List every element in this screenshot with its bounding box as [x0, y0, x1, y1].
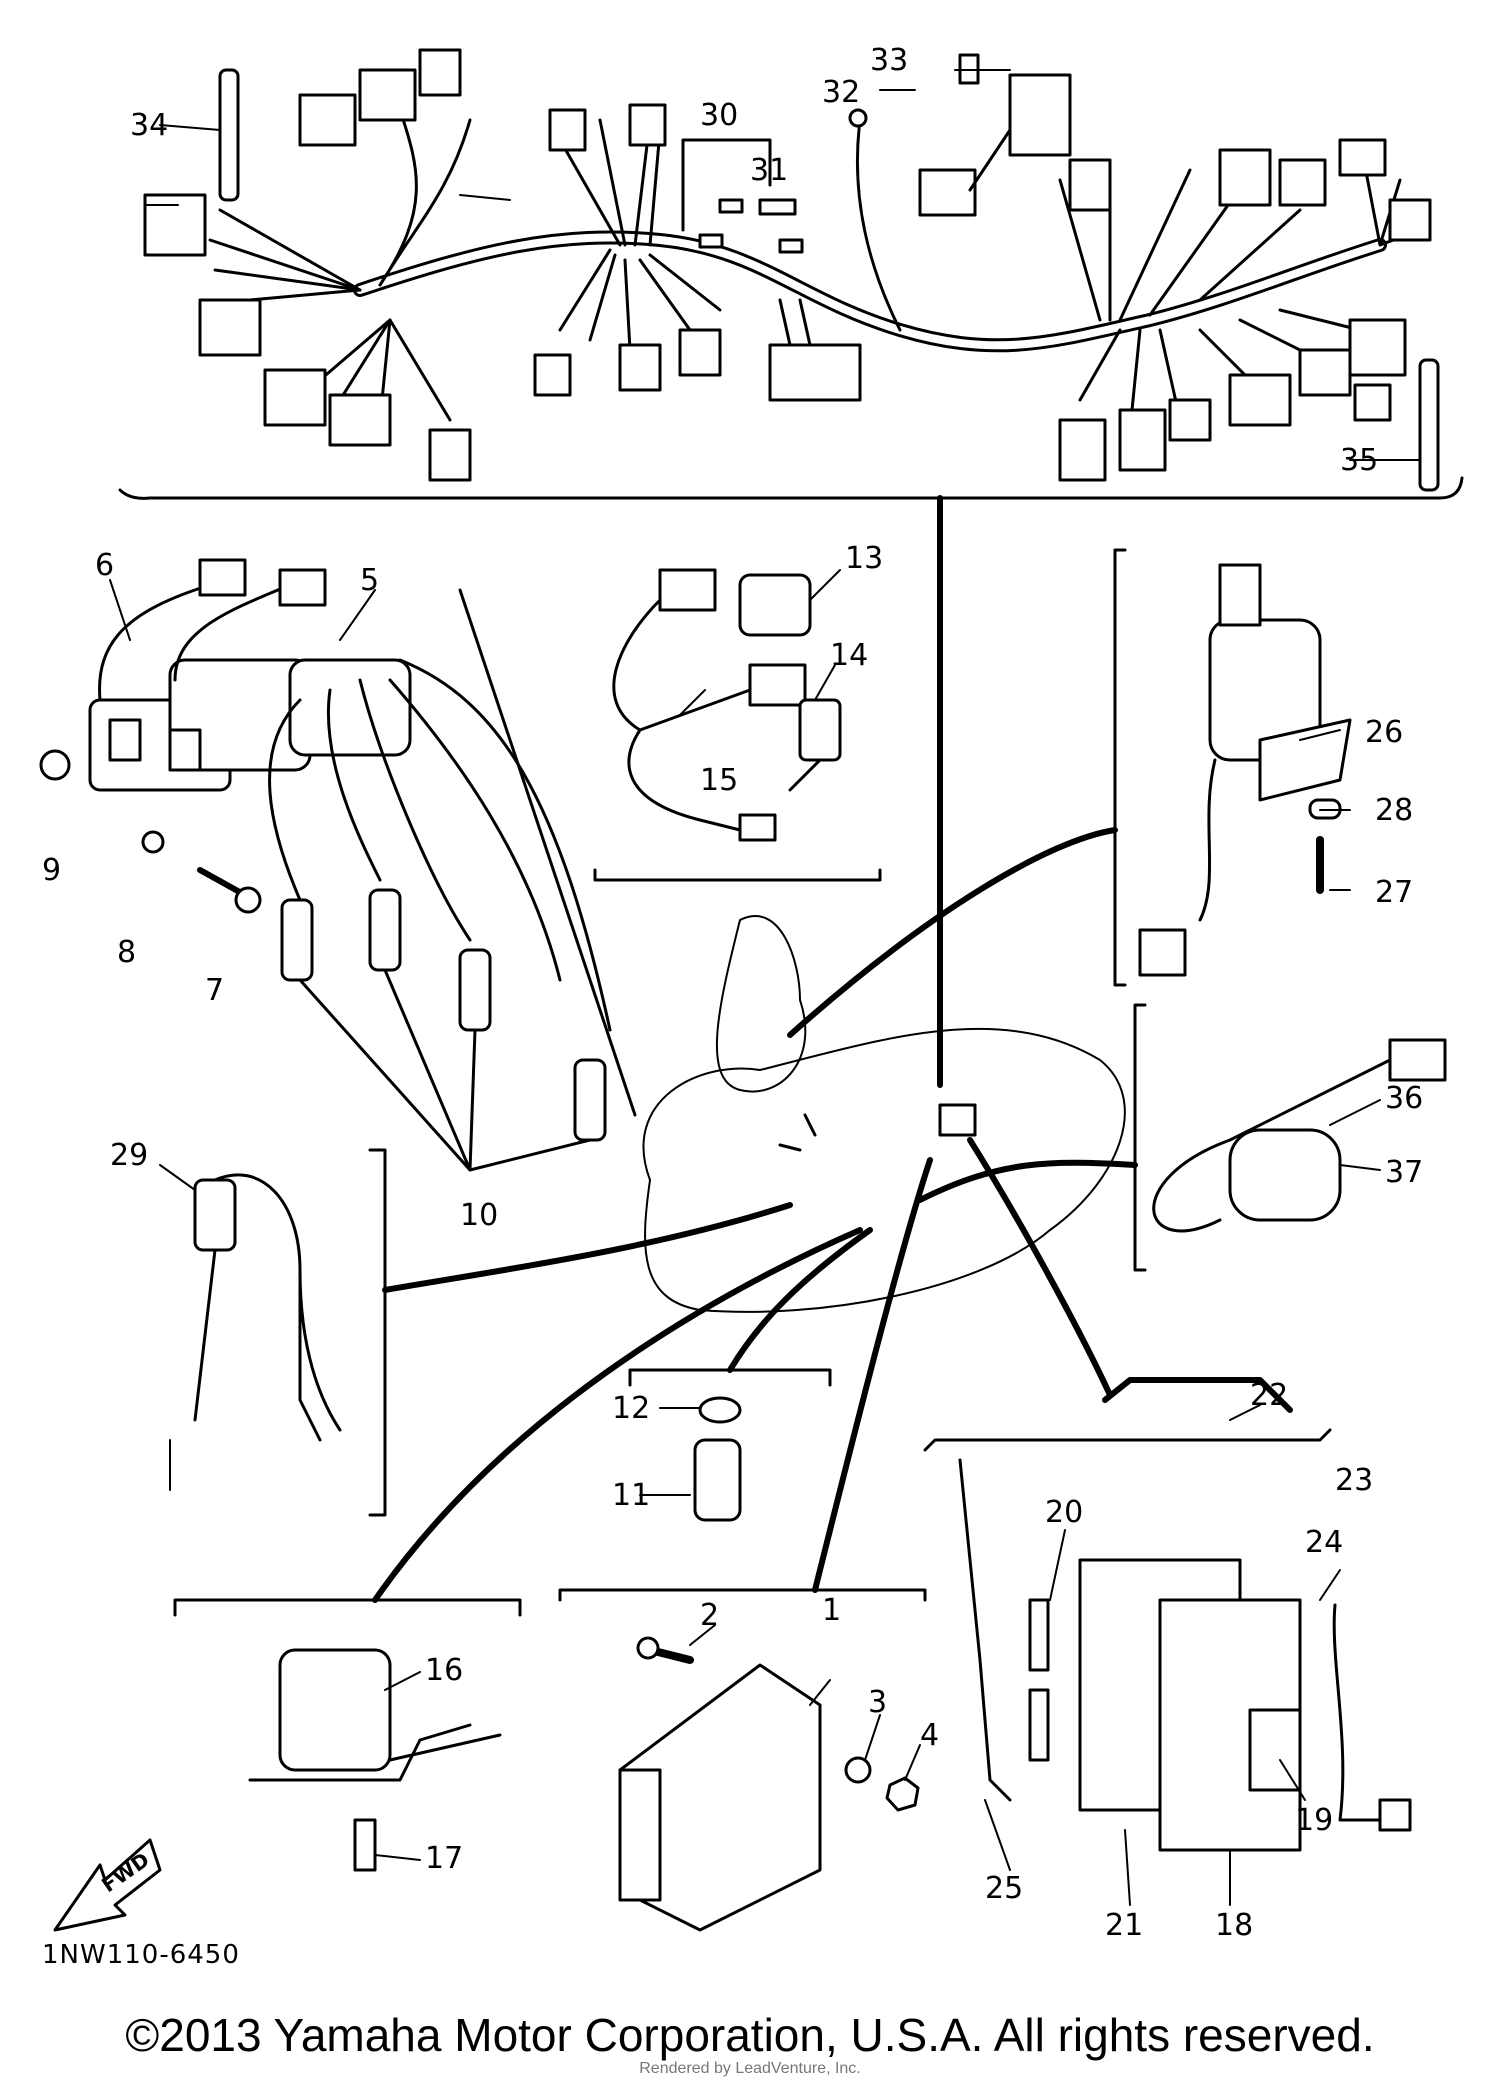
callout-36: 36	[1385, 1081, 1423, 1116]
fuse	[718, 198, 744, 214]
ignition-coil-group	[39, 558, 637, 1172]
callout-19: 19	[1295, 1803, 1333, 1838]
washer	[141, 830, 165, 854]
callout-15: 15	[700, 763, 738, 798]
copyright-notice: ©2013 Yamaha Motor Corporation, U.S.A. A…	[125, 2009, 1375, 2061]
callout-6: 6	[95, 548, 114, 583]
callout-13: 13	[845, 541, 883, 576]
callout-29: 29	[110, 1138, 148, 1173]
callout-5: 5	[360, 563, 379, 598]
callout-10: 10	[460, 1198, 498, 1233]
callout-20: 20	[1045, 1495, 1083, 1530]
callout-30: 30	[700, 98, 738, 133]
callout-3: 3	[868, 1685, 887, 1720]
callout-11: 11	[612, 1478, 650, 1513]
callout-4: 4	[920, 1718, 939, 1753]
oil-level-switch	[193, 1178, 237, 1252]
main-switch-group	[787, 548, 1352, 1038]
starter-relay-group	[173, 1227, 863, 1872]
callout-12: 12	[612, 1391, 650, 1426]
callout-22: 22	[1250, 1378, 1288, 1413]
sensor-connector	[658, 568, 717, 612]
nut-12	[698, 1396, 742, 1424]
neutral-switch	[693, 1438, 742, 1522]
callout-23: 23	[1335, 1463, 1373, 1498]
neutral-switch-group	[628, 1227, 873, 1522]
callout-32: 32	[822, 75, 860, 110]
watermark: Rendered by LeadVenture, Inc.	[639, 2060, 861, 2077]
nut-4	[885, 1776, 920, 1812]
oil-switch-group	[169, 1148, 793, 1517]
spark-plug-cap	[280, 898, 314, 982]
callout-7: 7	[205, 973, 224, 1008]
sensor-group	[593, 568, 882, 882]
callout-1: 1	[822, 1593, 841, 1628]
callout-8: 8	[117, 935, 136, 970]
fwd-arrow	[53, 1838, 162, 1932]
callout-2: 2	[700, 1598, 719, 1633]
battery-band	[1102, 1377, 1293, 1413]
callout-24: 24	[1305, 1525, 1343, 1560]
callout-17: 17	[425, 1841, 463, 1876]
washer-3	[844, 1756, 872, 1784]
callout-26: 26	[1365, 715, 1403, 750]
callout-35: 35	[1340, 443, 1378, 478]
sidestand-switch-group	[917, 1003, 1447, 1272]
callout-25: 25	[985, 1871, 1023, 1906]
wire-harness-group	[118, 48, 1464, 500]
starter-relay	[278, 1648, 392, 1772]
callout-18: 18	[1215, 1908, 1253, 1943]
cable-tie	[1418, 358, 1440, 492]
drawing-code: 1NW110-6450	[42, 1940, 240, 1970]
callout-37: 37	[1385, 1155, 1423, 1190]
igniter-group	[558, 1157, 933, 1932]
battery-group	[923, 1137, 1412, 1852]
callout-9: 9	[42, 853, 61, 888]
callout-21: 21	[1105, 1908, 1143, 1943]
callout-31: 31	[750, 153, 788, 188]
callout-27: 27	[1375, 875, 1413, 910]
callout-labels: 1 2 3 4 5 6 7 8 9 10 11 12 13 14 15 16 1…	[42, 43, 1423, 1943]
callout-28: 28	[1375, 793, 1413, 828]
sidestand-switch	[1388, 1038, 1447, 1082]
nut	[39, 749, 71, 781]
bolt	[197, 867, 248, 898]
harness-strap	[218, 68, 240, 202]
callout-14: 14	[830, 638, 868, 673]
callout-16: 16	[425, 1653, 463, 1688]
frame-sketch	[642, 915, 1126, 1313]
callout-33: 33	[870, 43, 908, 78]
callout-34: 34	[130, 108, 168, 143]
